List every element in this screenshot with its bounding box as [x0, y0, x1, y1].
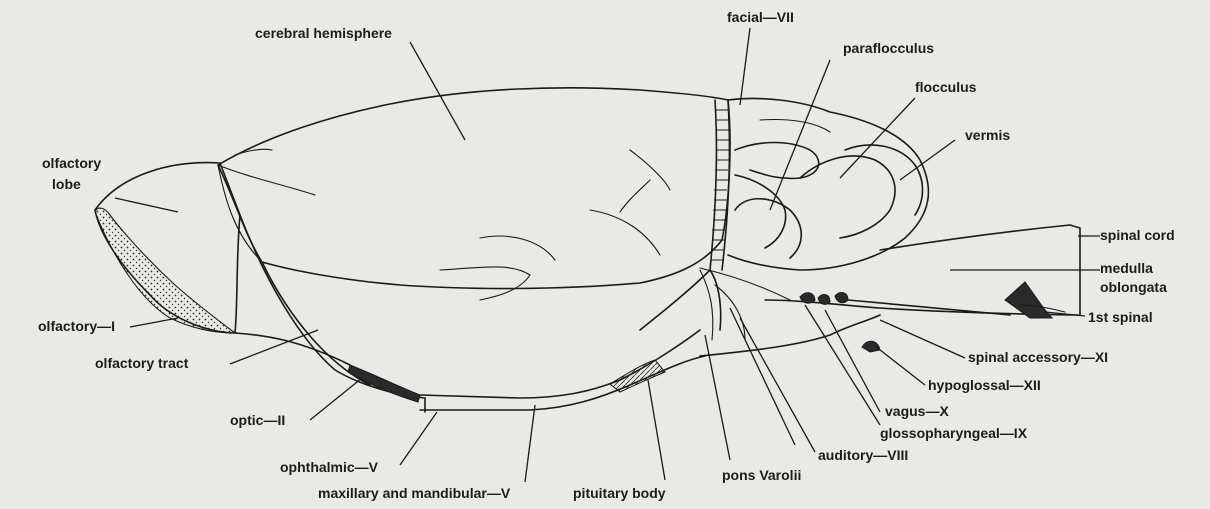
label-optic: optic—II — [230, 412, 285, 428]
facial-nerve-strip — [710, 100, 729, 270]
medulla-spinal-cord-shape — [700, 225, 1080, 356]
label-spinal-accessory: spinal accessory—XI — [968, 349, 1108, 365]
label-olfactory-tract: olfactory tract — [95, 355, 189, 371]
label-pituitary: pituitary body — [573, 485, 666, 501]
label-medulla-2: oblongata — [1100, 279, 1167, 295]
label-vagus: vagus—X — [885, 403, 949, 419]
label-vermis: vermis — [965, 127, 1010, 143]
label-hypoglossal: hypoglossal—XII — [928, 377, 1041, 393]
label-medulla-1: medulla — [1100, 260, 1153, 276]
label-spinal-cord: spinal cord — [1100, 227, 1175, 243]
label-cerebral-hemisphere: cerebral hemisphere — [255, 25, 392, 41]
label-olfactory-nerve: olfactory—I — [38, 318, 115, 334]
label-ophthalmic: ophthalmic—V — [280, 459, 379, 475]
cerebellum-shape — [728, 99, 928, 271]
label-first-spinal: 1st spinal — [1088, 309, 1153, 325]
olfactory-lobe-shape — [95, 163, 240, 333]
brain-base-shape — [235, 215, 745, 412]
label-olfactory-lobe-1: olfactory — [42, 155, 101, 171]
label-facial: facial—VII — [727, 9, 794, 25]
label-maxillary: maxillary and mandibular—V — [318, 485, 511, 501]
label-paraflocculus: paraflocculus — [843, 40, 934, 56]
label-auditory: auditory—VIII — [818, 447, 908, 463]
label-glossopharyngeal: glossopharyngeal—IX — [880, 425, 1028, 441]
label-flocculus: flocculus — [915, 79, 977, 95]
label-pons: pons Varolii — [722, 467, 801, 483]
label-olfactory-lobe-2: lobe — [52, 176, 81, 192]
cerebral-hemisphere-shape — [218, 88, 730, 300]
